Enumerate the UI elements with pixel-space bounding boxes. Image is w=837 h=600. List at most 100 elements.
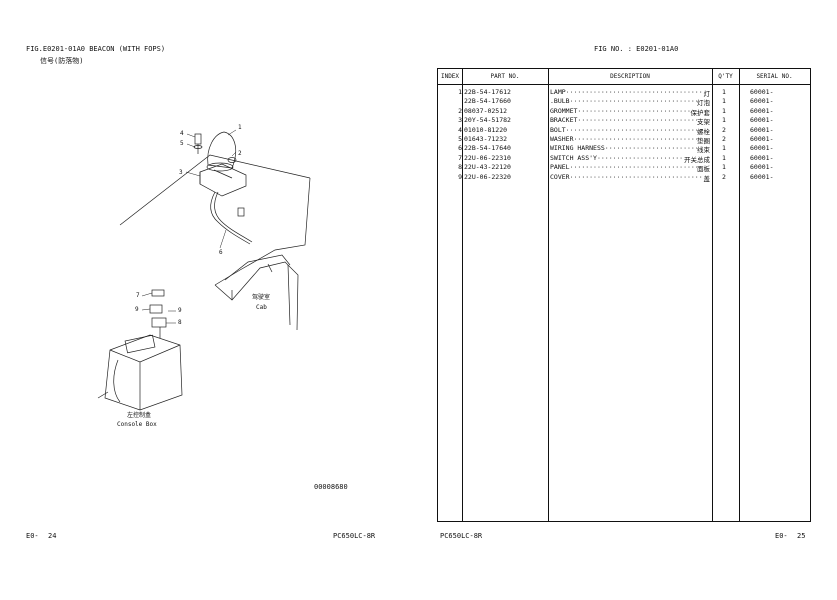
cell-description: WASHER··································… [550, 135, 710, 145]
description-cn: 面板 [697, 165, 710, 174]
cell-part-no: 08037-02512 [464, 106, 508, 115]
leader-dots: ········································… [569, 163, 697, 172]
cell-index: 4 [458, 125, 462, 134]
description-en: WIRING HARNESS [550, 144, 605, 153]
cell-index: 7 [458, 153, 462, 162]
callout-9a: 9 [135, 306, 139, 313]
header-description: DESCRIPTION [548, 69, 712, 85]
callout-5: 5 [180, 140, 184, 147]
cell-qty: 2 [722, 125, 726, 134]
cell-qty: 1 [722, 97, 726, 106]
header-serial: SERIAL NO. [739, 69, 810, 85]
description-en: LAMP [550, 88, 566, 96]
cell-part-no: 22B-54-17612 [464, 88, 511, 96]
description-en: BRACKET [550, 116, 578, 125]
cell-description: LAMP····································… [550, 88, 710, 98]
cell-qty: 1 [722, 153, 726, 162]
cell-qty: 1 [722, 116, 726, 125]
description-cn: 灯泡 [697, 99, 710, 108]
label-console-cn: 左控制盒 [127, 412, 152, 419]
footer-model-right: PC650LC-8R [440, 532, 483, 540]
cell-qty: 2 [722, 172, 726, 181]
leader-dots: ········································… [577, 116, 697, 125]
cell-serial: 60001- [750, 88, 774, 96]
description-cn: 开关总成 [684, 155, 710, 164]
callout-7: 7 [136, 292, 140, 299]
label-console-en: Console Box [117, 421, 157, 428]
footer-page-number: 24 [48, 532, 57, 540]
cell-qty: 1 [722, 144, 726, 153]
callout-9b: 9 [178, 307, 182, 314]
cell-serial: 60001- [750, 116, 774, 125]
cell-serial: 60001- [750, 172, 774, 181]
cell-qty: 1 [722, 88, 726, 96]
cell-index: 8 [458, 163, 462, 172]
description-en: WASHER [550, 135, 574, 143]
description-en: BOLT [550, 125, 566, 134]
header-qty: Q'TY [712, 69, 739, 85]
callout-1: 1 [238, 124, 242, 131]
label-cab-en: Cab [256, 304, 267, 311]
description-en: PANEL [550, 163, 570, 172]
callout-3: 3 [179, 169, 183, 176]
footer-section-code: E0- [26, 532, 39, 540]
cell-serial: 60001- [750, 106, 774, 115]
leader-dots: ········································… [565, 88, 704, 96]
description-en: GROMMET [550, 106, 578, 115]
description-cn: 灯 [703, 90, 711, 98]
callout-8: 8 [178, 319, 182, 326]
cell-serial: 60001- [750, 144, 774, 153]
cell-description: .BULB···································… [550, 97, 710, 107]
cell-serial: 60001- [750, 153, 774, 162]
cell-qty: 1 [722, 163, 726, 172]
cell-description: SWITCH ASS'Y····························… [550, 154, 710, 164]
description-en: .BULB [550, 97, 570, 106]
description-cn: 螺栓 [697, 127, 710, 136]
cell-part-no: 01643-71232 [464, 135, 508, 143]
cell-description: WIRING HARNESS··························… [550, 144, 710, 154]
cell-part-no: 22B-54-17660 [464, 97, 511, 106]
cell-part-no: 22U-43-22120 [464, 163, 511, 172]
exploded-diagram [97, 129, 311, 411]
description-cn: 垫圈 [697, 137, 710, 145]
description-en: SWITCH ASS'Y [550, 153, 597, 162]
description-cn: 盖 [703, 174, 711, 183]
callout-6: 6 [219, 249, 223, 256]
cell-serial: 60001- [750, 135, 774, 143]
leader-dots: ········································… [577, 106, 690, 115]
label-cab-cn: 驾驶室 [252, 294, 271, 301]
cell-index: 1 [458, 88, 462, 96]
cell-part-no: 22B-54-17640 [464, 144, 511, 153]
description-cn: 线束 [697, 146, 710, 155]
table-row: 22B-54-17660 1 60001- .BULB················… [438, 97, 810, 107]
leader-dots: ········································… [573, 135, 697, 143]
callout-2: 2 [238, 150, 242, 157]
leader-dots: ········································… [569, 97, 697, 106]
footer-page-number-right: 25 [797, 532, 806, 540]
footer-section-code-right: E0- [775, 532, 788, 540]
footer-model: PC650LC-8R [333, 532, 376, 540]
cell-qty: 1 [722, 106, 726, 115]
callout-4: 4 [180, 130, 184, 137]
leader-dots: ········································… [569, 172, 704, 181]
header-part-no: PART NO. [462, 69, 548, 85]
fig-number: FIG NO. : E0201-01A0 [594, 45, 679, 53]
cell-description: GROMMET·································… [550, 107, 710, 117]
cell-serial: 60001- [750, 125, 774, 134]
parts-table: INDEX PART NO. DESCRIPTION Q'TY SERIAL N… [437, 68, 811, 522]
page-subtitle: 信号(防落物) [40, 57, 84, 65]
cell-index: 6 [458, 144, 462, 153]
cell-index: 2 [458, 106, 462, 115]
description-cn: 保护套 [690, 108, 711, 117]
cell-serial: 60001- [750, 97, 774, 106]
cell-description: BOLT····································… [550, 126, 710, 136]
cell-description: COVER···································… [550, 173, 710, 183]
